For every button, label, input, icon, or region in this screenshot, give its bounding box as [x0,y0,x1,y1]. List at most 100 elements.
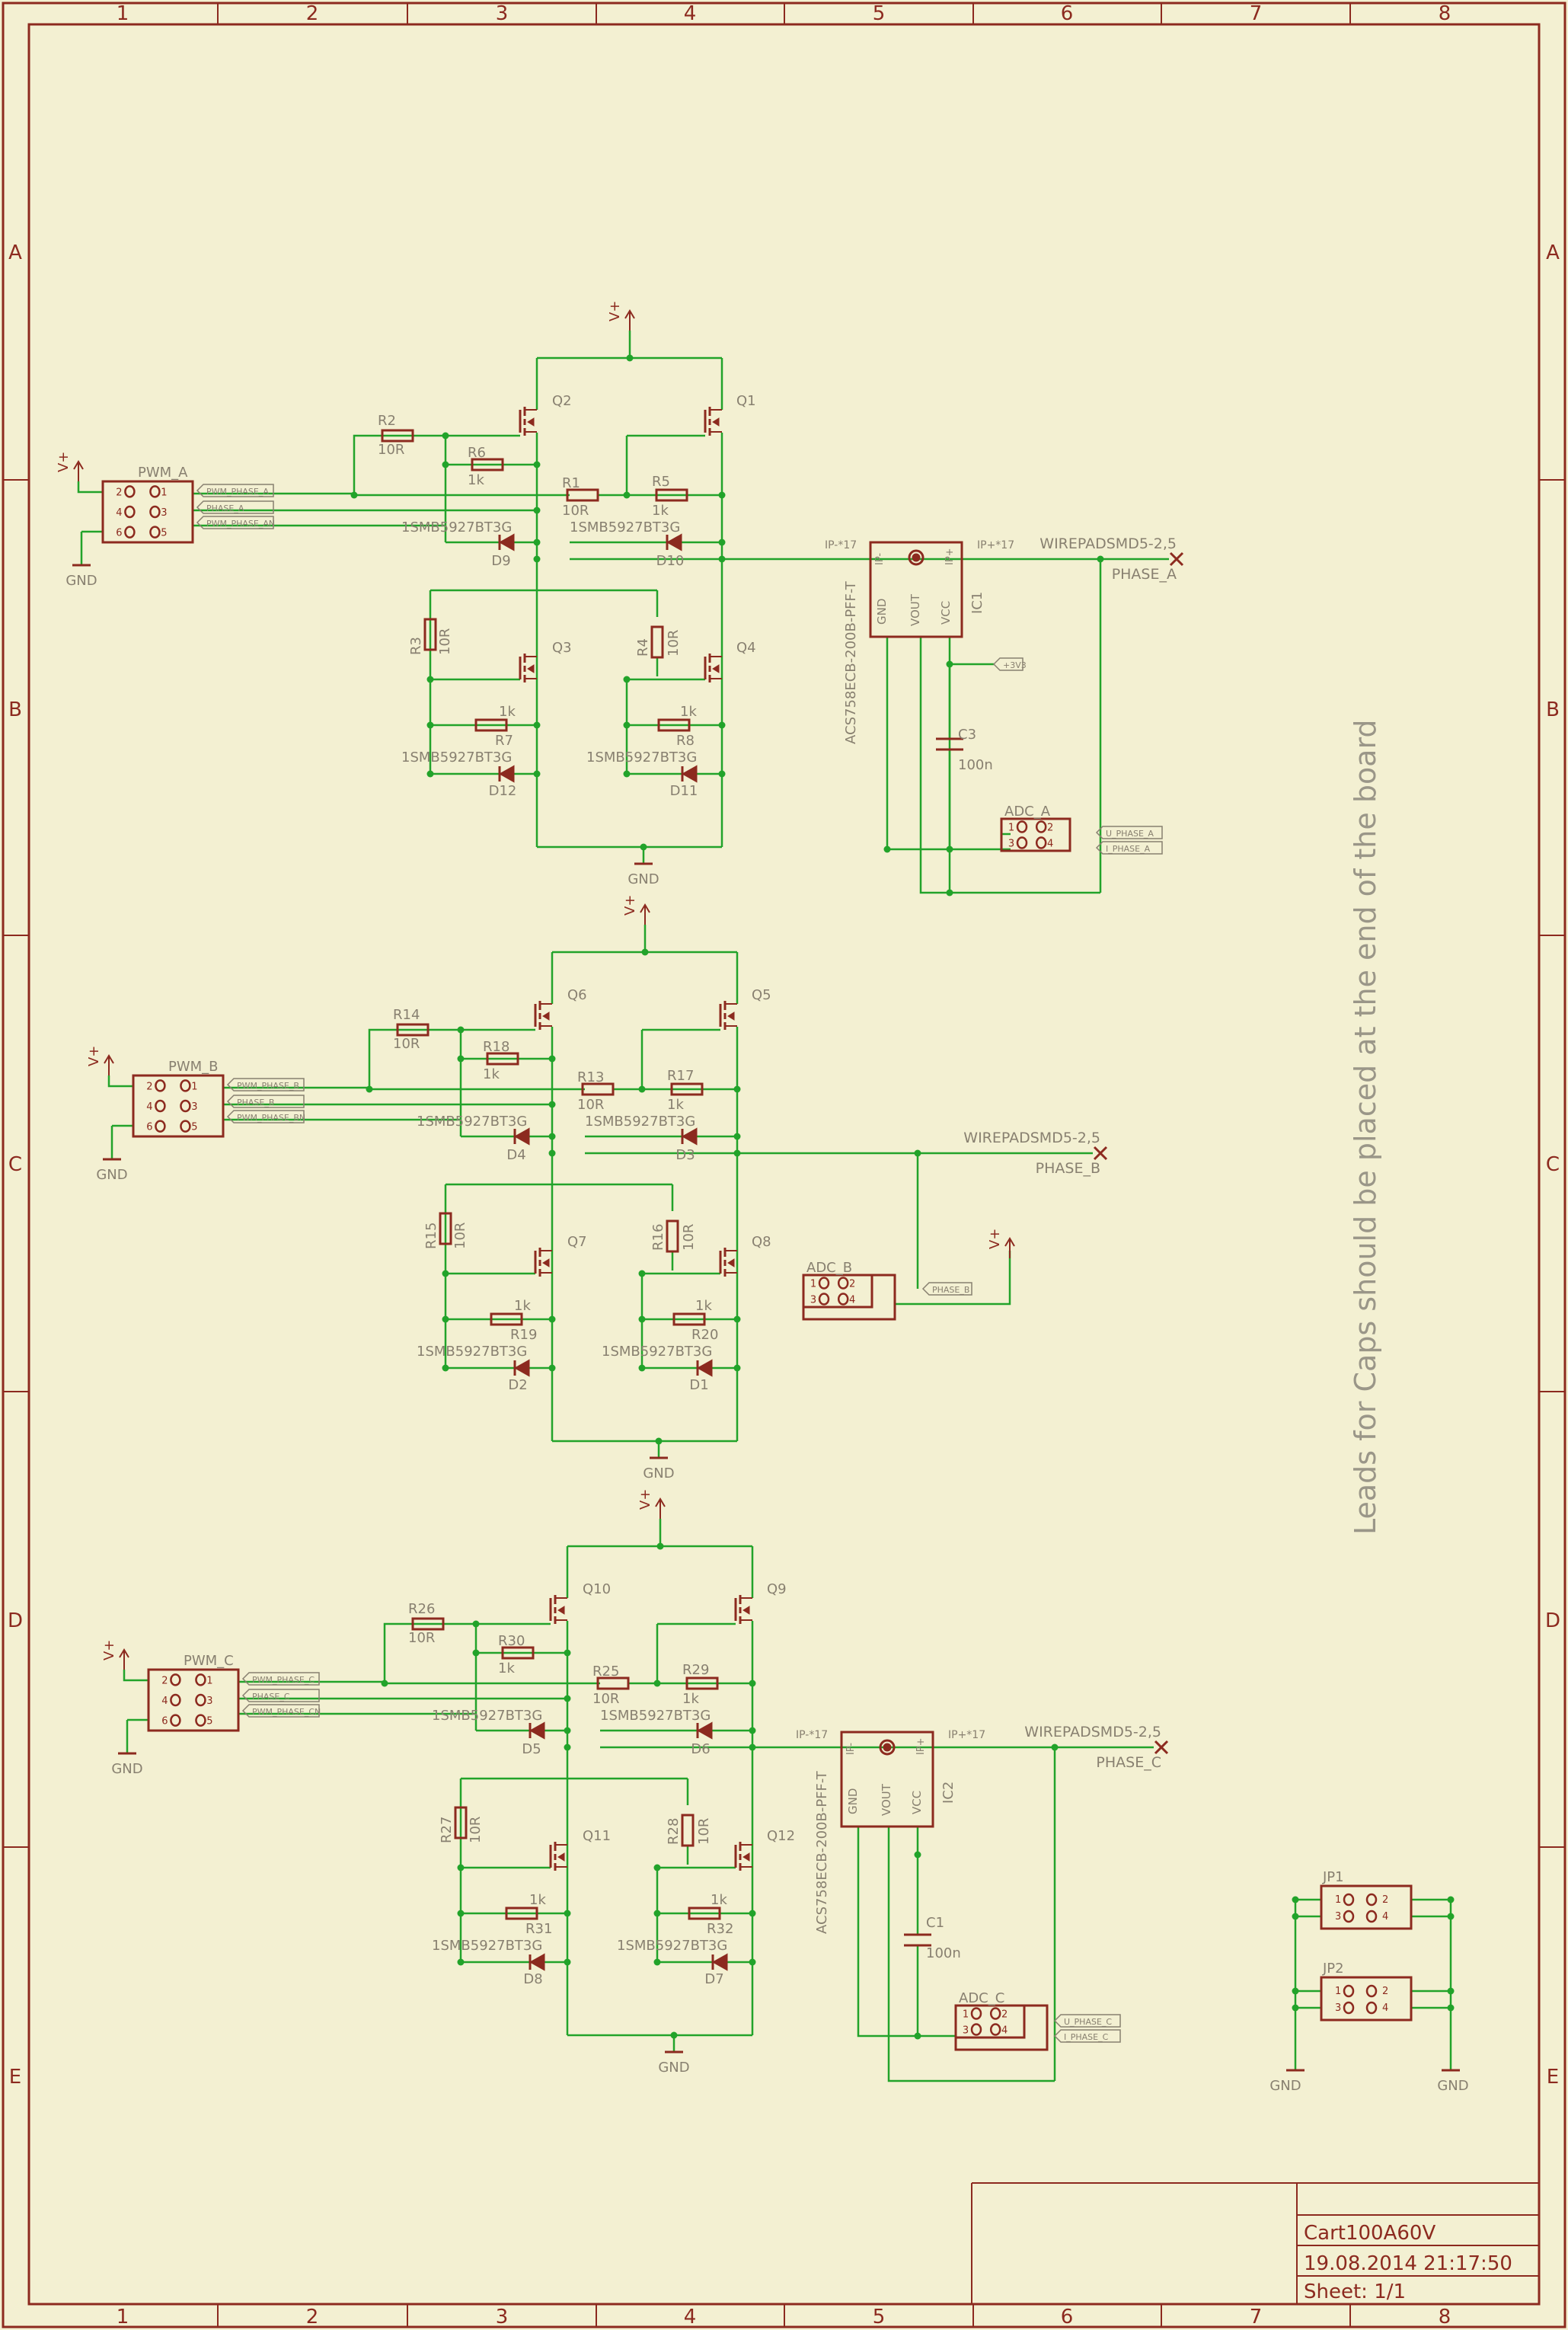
column-label: 4 [684,2,697,25]
connector-pin [818,1293,830,1306]
connector-pin [1035,820,1047,833]
label: 10R [681,1224,697,1251]
resistor [596,1676,630,1690]
pin-number: 3 [963,2025,969,2037]
gnd-label: GND [96,1167,127,1183]
connector-pin [170,1673,181,1686]
title-block: Cart100A60V 19.08.2014 21:17:50 Sheet: 1… [971,2182,1539,2304]
pin-number: 5 [206,1716,212,1728]
connector-pin [195,1693,206,1707]
resistor [670,1082,704,1096]
junction-dot [533,555,541,563]
sensor-marker [908,549,925,566]
junction-dot [883,845,891,853]
pin-number: 1 [161,487,167,498]
jumper-pin [1365,1984,1378,1998]
pin-number: 4 [1382,1911,1388,1922]
label: D1 [689,1377,708,1393]
connector-pin [149,485,161,498]
junction-dot [564,1727,571,1734]
junction-dot [564,1910,571,1917]
connector-pin [180,1099,191,1113]
pin-number: 3 [1335,1911,1341,1922]
label: D10 [656,553,685,569]
pin-number: 2 [1382,1894,1388,1906]
vplus-label: V+ [637,1489,653,1510]
pin-number: 6 [146,1122,152,1133]
jumper-pin [1343,1984,1355,1998]
label: Q8 [752,1234,771,1250]
sensor-marker-dot [912,553,921,562]
connector-name: PWM_C [184,1653,234,1669]
connector-pin [180,1120,191,1133]
label: 1k [468,472,484,488]
net-tag [226,1110,305,1123]
junction-dot [946,845,953,853]
vplus-symbol [655,1497,666,1519]
label: R32 [707,1921,733,1937]
mosfet-terminals [540,1003,552,1027]
pin-number: 2 [161,1675,168,1686]
connector-header [1000,817,1071,852]
label: 10R [378,442,404,458]
junction-dot [457,1958,465,1966]
diode [513,1359,530,1377]
sensor-marker [879,1739,896,1756]
diode [529,1721,545,1740]
connector-pin [155,1099,166,1113]
connector-header [954,2004,1049,2051]
resistor [666,1219,679,1253]
net-label: PHASE_A [206,503,244,513]
label: R18 [483,1039,509,1055]
label: R27 [439,1817,455,1843]
ic-part: ACS758ECB-200B-PFF-T [843,580,859,744]
column-label: 6 [1061,2306,1074,2328]
label: 1SMB5927BT3G [401,749,512,765]
mosfet-arrow [727,1258,735,1267]
junction-dot [533,539,541,546]
net-tag [1095,826,1163,839]
pin-number: 1 [963,2009,969,2021]
wire [857,1827,956,2038]
mosfet-terminals [555,1597,567,1621]
net-tag [241,1704,320,1718]
vplus-label: V+ [86,1046,102,1066]
resistor [688,1907,721,1920]
label: 1k [514,1298,531,1314]
net-label: U_PHASE_A [1106,829,1154,839]
wirepad-x [1093,1146,1108,1161]
connector-pin [1016,836,1028,849]
ic-part: ACS758ECB-200B-PFF-T [814,1770,830,1934]
label: D8 [523,1971,542,1987]
junction-dot [733,1364,741,1372]
row-label: E [9,2066,21,2089]
vplus-label: V+ [607,301,623,321]
label: 10R [408,1630,435,1646]
label: 10R [592,1691,619,1707]
gnd-label: GND [643,1465,674,1481]
connector-pin [149,505,161,519]
net-label: PWM_PHASE_CN [252,1707,321,1717]
jumper-pin [1365,1893,1378,1907]
label: R4 [635,638,651,657]
wires [77,331,1455,2082]
column-label: 3 [496,2,509,25]
pin-number: 3 [810,1295,816,1306]
resistor [501,1646,535,1660]
mosfet-arrow [527,664,535,673]
pin-number: 3 [161,507,167,519]
connector-pin [155,1079,166,1092]
junction-dot [653,1864,661,1871]
connector-name: PWM_B [168,1059,219,1075]
junction-dot [623,721,631,729]
wire [887,1827,1055,2082]
connector-name: ADC_B [806,1260,852,1276]
label: 1SMB5927BT3G [417,1344,527,1360]
column-label: 8 [1439,2306,1451,2328]
label: R25 [592,1664,619,1680]
gnd-label: GND [65,573,97,589]
net-tag [226,1078,305,1091]
vplus-label: V+ [56,452,72,472]
connector-pin [195,1673,206,1686]
